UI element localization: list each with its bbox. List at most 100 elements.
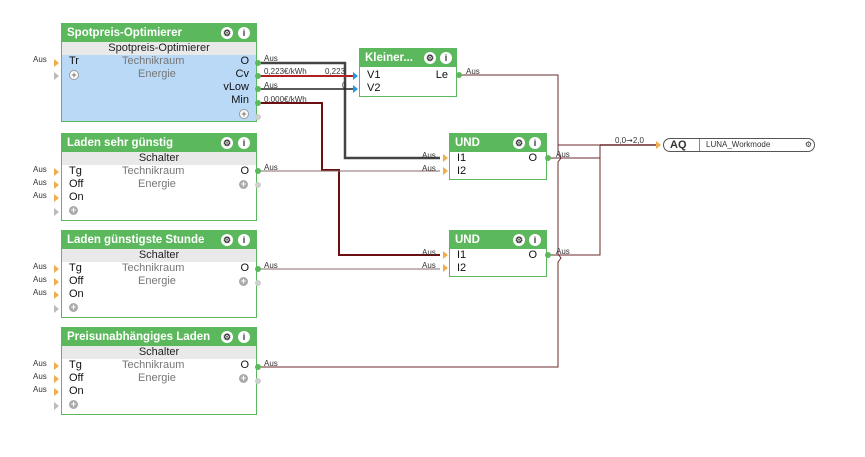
schalter-block-preisunabhaengiges-laden[interactable]: Preisunabhängiges Laden ⚙ i Schalter Tg …: [61, 327, 257, 415]
spot-input-pin[interactable]: [54, 59, 59, 67]
und1-input-pin-i1[interactable]: [443, 154, 448, 162]
plus-icon[interactable]: +: [69, 205, 78, 215]
block-header[interactable]: UND ⚙ i: [450, 134, 546, 152]
s3-input-pin-off[interactable]: [54, 375, 59, 383]
input-label-tg: Tg: [69, 359, 82, 371]
s2-output-pin-add[interactable]: [255, 280, 261, 286]
info-icon[interactable]: i: [238, 234, 250, 246]
info-icon[interactable]: i: [238, 331, 250, 343]
kleiner-input-pin-v1[interactable]: [353, 72, 358, 80]
info-icon[interactable]: i: [529, 234, 541, 246]
s1-input-pin-off[interactable]: [54, 181, 59, 189]
gear-icon[interactable]: ⚙: [221, 331, 233, 343]
und1-value-o: Aus: [556, 150, 570, 159]
plus-icon[interactable]: +: [69, 302, 78, 312]
s3-input-pin-on[interactable]: [54, 388, 59, 396]
und2-output-pin[interactable]: [545, 252, 551, 258]
kleiner-block[interactable]: Kleiner... ⚙ i V1 V2 Le: [359, 48, 457, 97]
block-title: UND: [455, 234, 480, 246]
info-icon[interactable]: i: [529, 137, 541, 149]
und-block-2[interactable]: UND ⚙ i I1 I2 O: [449, 230, 547, 277]
gear-icon[interactable]: ⚙: [513, 137, 525, 149]
input-label-v1: V1: [367, 69, 381, 81]
gear-icon[interactable]: ⚙: [804, 140, 812, 149]
block-title: Preisunabhängiges Laden: [67, 331, 211, 343]
s1-output-pin-add[interactable]: [255, 182, 261, 188]
input-label-off: Off: [69, 178, 84, 190]
s2-input-pin-tg[interactable]: [54, 265, 59, 273]
spot-output-pin-vlow[interactable]: [255, 86, 261, 92]
schalter-block-laden-sehr-guenstig[interactable]: Laden sehr günstig ⚙ i Schalter Tg Off O…: [61, 133, 257, 221]
plus-icon[interactable]: +: [239, 109, 249, 119]
output-label-o: O: [240, 165, 249, 177]
s1-input-pin-add[interactable]: [54, 208, 59, 216]
block-header[interactable]: Laden günstigste Stunde ⚙ i: [62, 231, 256, 249]
info-icon[interactable]: i: [238, 137, 250, 149]
block-header[interactable]: Kleiner... ⚙ i: [360, 49, 456, 67]
und2-input-pin-i2[interactable]: [443, 264, 448, 272]
plus-icon[interactable]: +: [239, 373, 248, 383]
category-label: Energie: [138, 178, 176, 190]
plus-icon[interactable]: +: [239, 276, 248, 286]
spot-output-pin-cv[interactable]: [255, 73, 261, 79]
block-header[interactable]: Preisunabhängiges Laden ⚙ i: [62, 328, 256, 346]
spot-add-input-pin[interactable]: [54, 72, 59, 80]
wire-spot-min-und2: [257, 102, 440, 256]
spot-input-value: Aus: [33, 55, 47, 64]
block-subtitle: Schalter: [62, 346, 256, 359]
und-block-1[interactable]: UND ⚙ i I1 I2 O: [449, 133, 547, 180]
info-icon[interactable]: i: [440, 52, 452, 64]
aq-name: LUNA_Workmode: [706, 140, 771, 149]
s2-value-o: Aus: [264, 261, 278, 270]
spot-value-vlow: Aus: [264, 81, 278, 90]
room-label: Technikraum: [122, 55, 185, 67]
gear-icon[interactable]: ⚙: [424, 52, 436, 64]
s1-input-pin-tg[interactable]: [54, 168, 59, 176]
output-label-o: O: [528, 249, 537, 261]
aq-output-block[interactable]: AQ LUNA_Workmode ⚙: [663, 138, 815, 152]
output-label-le: Le: [435, 69, 448, 81]
gear-icon[interactable]: ⚙: [221, 27, 233, 39]
block-header[interactable]: Spotpreis-Optimierer ⚙ i: [62, 24, 256, 42]
s3-output-pin-add[interactable]: [255, 378, 261, 384]
schalter-block-laden-guenstigste-stunde[interactable]: Laden günstigste Stunde ⚙ i Schalter Tg …: [61, 230, 257, 318]
block-body: Tg Off On + Technikraum Energie O +: [62, 359, 256, 414]
plus-icon[interactable]: +: [69, 70, 79, 80]
spot-output-pin-add[interactable]: [255, 114, 261, 120]
s2-output-pin[interactable]: [255, 266, 261, 272]
und1-output-pin[interactable]: [545, 155, 551, 161]
plus-icon[interactable]: +: [69, 399, 78, 409]
und1-input-pin-i2[interactable]: [443, 167, 448, 175]
plus-icon[interactable]: +: [239, 179, 248, 189]
s3-value-o: Aus: [264, 359, 278, 368]
block-subtitle: Spotpreis-Optimierer: [62, 42, 256, 55]
s1-output-pin[interactable]: [255, 168, 261, 174]
wire-und2-out: [548, 158, 601, 256]
gear-icon[interactable]: ⚙: [221, 137, 233, 149]
spot-output-pin-min[interactable]: [255, 100, 261, 106]
kleiner-value-v1: 0,223: [325, 67, 346, 76]
block-title: Laden günstigste Stunde: [67, 234, 205, 246]
s3-input-pin-add[interactable]: [54, 402, 59, 410]
s3-input-pin-tg[interactable]: [54, 362, 59, 370]
kleiner-output-pin[interactable]: [456, 72, 462, 78]
room-label: Technikraum: [122, 359, 185, 371]
s2-input-pin-add[interactable]: [54, 305, 59, 313]
room-label: Technikraum: [122, 262, 185, 274]
gear-icon[interactable]: ⚙: [513, 234, 525, 246]
block-header[interactable]: Laden sehr günstig ⚙ i: [62, 134, 256, 152]
info-icon[interactable]: i: [238, 27, 250, 39]
und2-input-pin-i1[interactable]: [443, 251, 448, 259]
input-label-tg: Tg: [69, 262, 82, 274]
gear-icon[interactable]: ⚙: [221, 234, 233, 246]
s2-input-pin-off[interactable]: [54, 278, 59, 286]
kleiner-value-v2: 0: [342, 81, 347, 90]
spot-output-pin-o[interactable]: [255, 60, 261, 66]
s2-input-pin-on[interactable]: [54, 291, 59, 299]
s1-input-pin-on[interactable]: [54, 194, 59, 202]
kleiner-input-pin-v2[interactable]: [353, 85, 358, 93]
aq-input-pin[interactable]: [656, 141, 661, 149]
s3-output-pin[interactable]: [255, 364, 261, 370]
spotpreis-optimierer-block[interactable]: Spotpreis-Optimierer ⚙ i Spotpreis-Optim…: [61, 23, 257, 122]
block-header[interactable]: UND ⚙ i: [450, 231, 546, 249]
